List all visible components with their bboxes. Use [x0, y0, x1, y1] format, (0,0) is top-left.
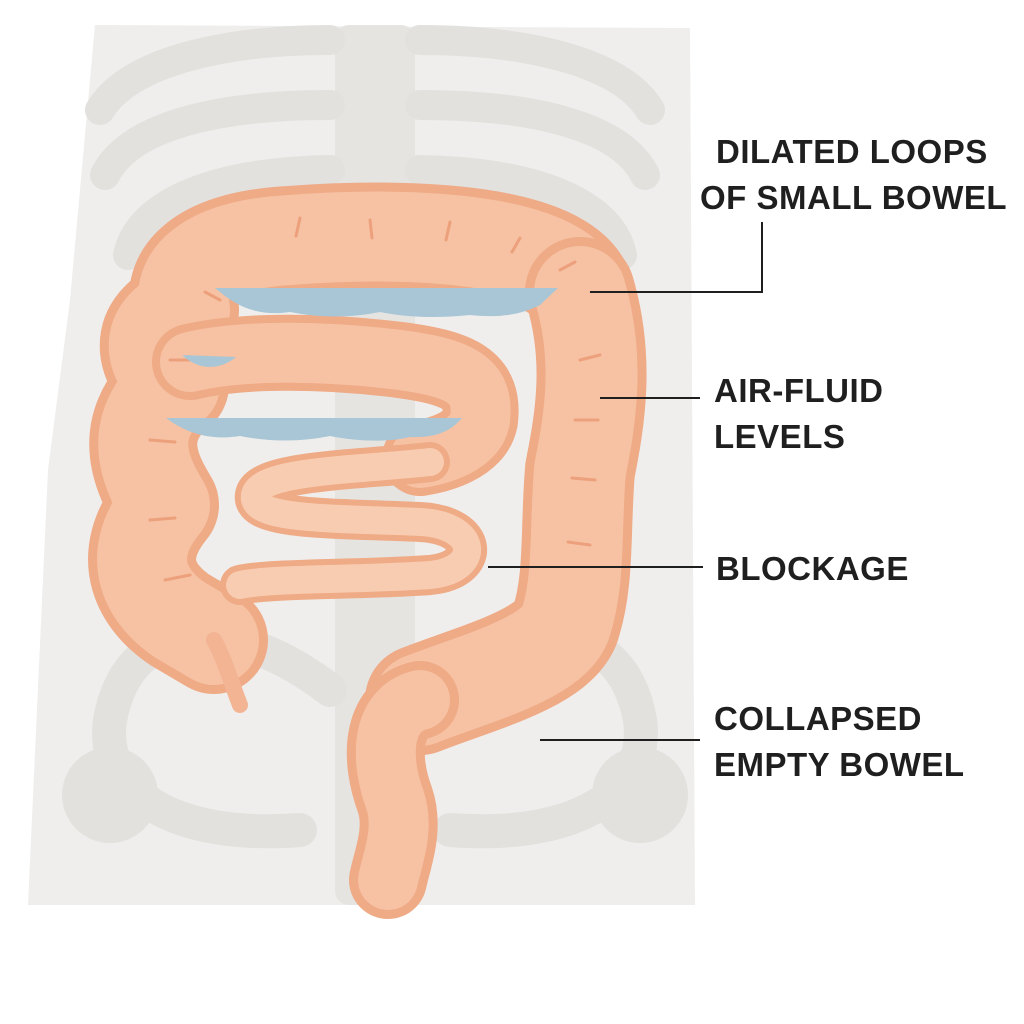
appendix [206, 632, 248, 713]
bowel [88, 182, 647, 919]
rib-left-2 [90, 90, 345, 190]
rib-left-1 [85, 25, 345, 125]
fluid-level-small [182, 355, 236, 367]
rib-left-3 [113, 155, 345, 270]
label-air-fluid-line2: LEVELS [714, 418, 845, 455]
hip-right [592, 747, 688, 843]
fluid-level-lower [166, 418, 462, 441]
air-fluid-levels [166, 288, 558, 441]
hip-left [62, 747, 158, 843]
label-blockage: BLOCKAGE [716, 550, 909, 587]
fluid-level-upper [215, 288, 558, 317]
label-air-fluid-line1: AIR-FLUID [714, 372, 883, 409]
rib-right-3 [405, 155, 637, 270]
labels: DILATED LOOPS OF SMALL BOWEL AIR-FLUID L… [700, 133, 1007, 783]
leader-dilated [590, 222, 763, 293]
label-dilated-line1: DILATED LOOPS [716, 133, 988, 170]
rib-right-2 [405, 90, 660, 190]
descending-colon [374, 246, 638, 746]
dilated-colon [97, 191, 625, 685]
label-collapsed-line2: EMPTY BOWEL [714, 746, 965, 783]
small-bowel-loop [160, 322, 511, 488]
rib-right-1 [405, 25, 665, 125]
label-dilated-line2: OF SMALL BOWEL [700, 179, 1007, 216]
sigmoid [355, 670, 450, 910]
label-collapsed-line1: COLLAPSED [714, 700, 922, 737]
collapsed-bowel [226, 448, 481, 599]
leader-lines [488, 222, 763, 741]
haustra-markers [148, 216, 602, 582]
